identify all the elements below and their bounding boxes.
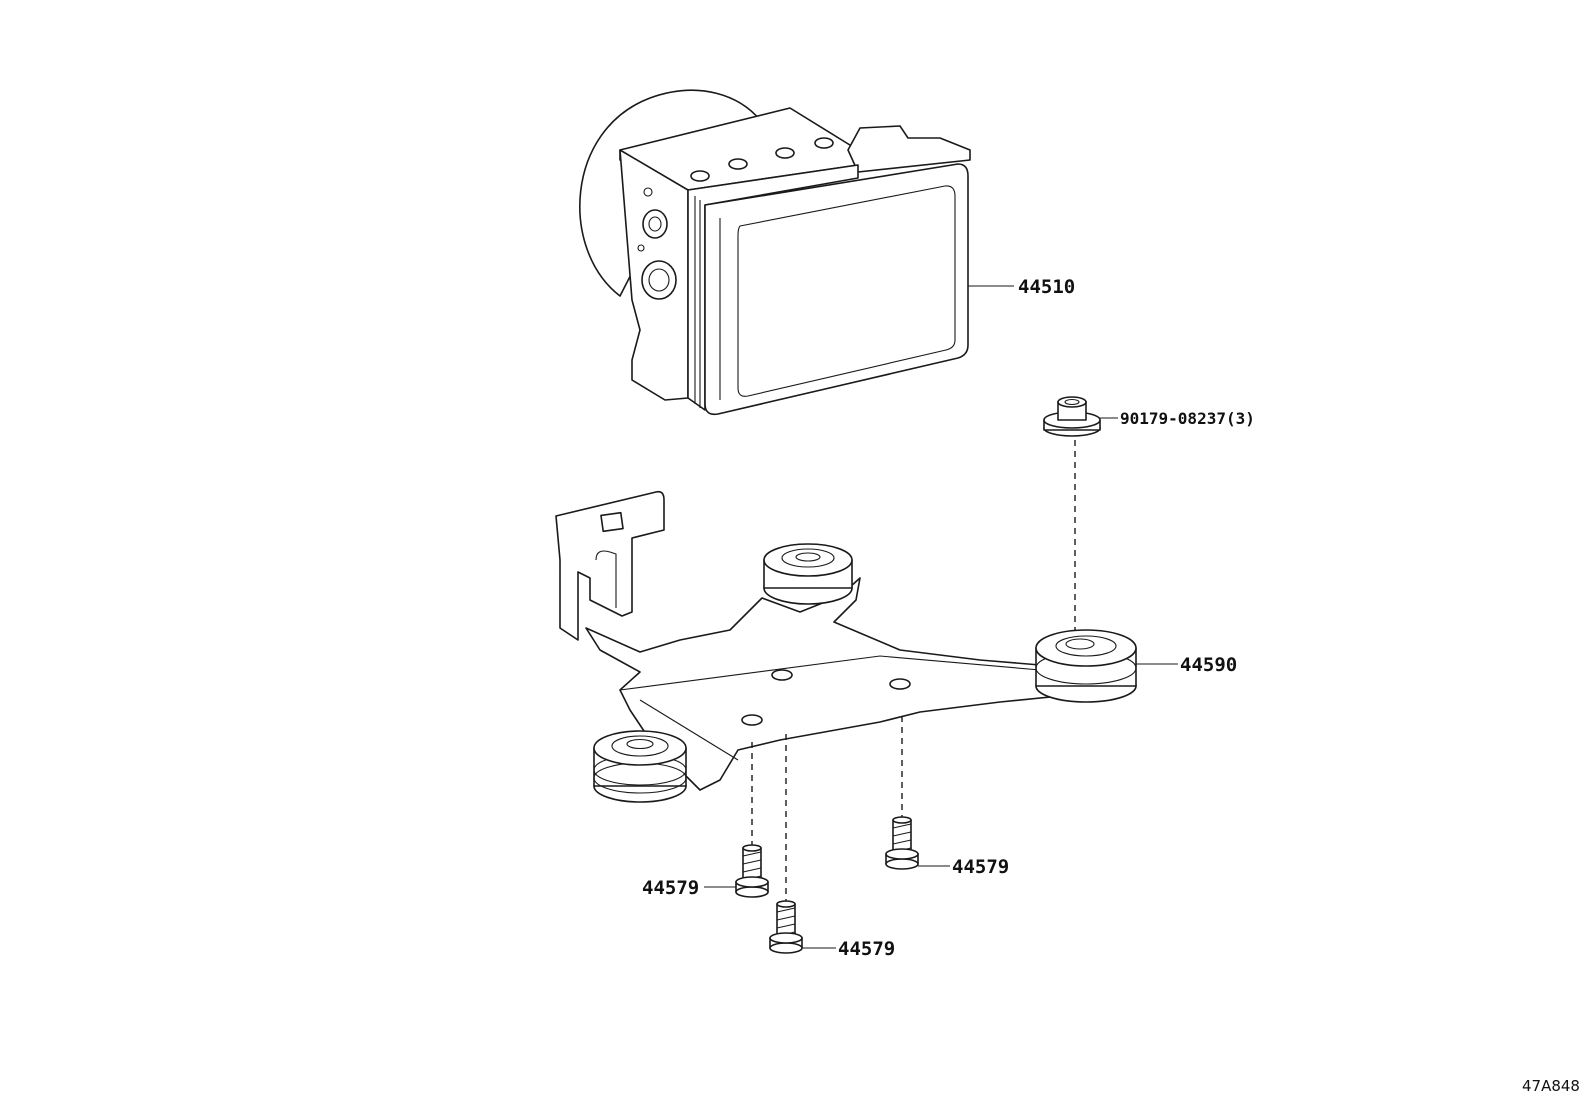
bracket-grommet-front (593, 730, 687, 803)
actuator-port-1 (642, 209, 668, 239)
part-number-90179-08237: 90179-08237(3) (1120, 409, 1255, 428)
part-number-44579-left: 44579 (642, 877, 699, 899)
actuator-top-ports (690, 137, 834, 182)
actuator-ecu-top (847, 125, 971, 173)
abs-actuator-assembly (579, 89, 971, 416)
bracket-hole-1 (771, 669, 793, 681)
bracket-vertical-tab (555, 490, 665, 641)
bracket-hole-2 (889, 678, 911, 690)
part-number-44579-right: 44579 (952, 856, 1009, 878)
part-number-44510: 44510 (1018, 276, 1075, 298)
figure-code: 47A848 (1522, 1077, 1580, 1095)
bolt-bottom (769, 900, 803, 954)
actuator-ecu-cover (704, 163, 969, 416)
part-number-44579-bottom: 44579 (838, 938, 895, 960)
bolt-left (735, 844, 769, 898)
bracket-44590 (555, 490, 1137, 803)
bracket-grommet-back (763, 543, 853, 605)
bracket-hole-3 (741, 714, 763, 726)
actuator-port-2 (641, 260, 677, 300)
bracket-grommet-right (1035, 629, 1137, 703)
nut-90179-08237 (1043, 396, 1101, 437)
part-number-44590: 44590 (1180, 654, 1237, 676)
bolt-right (885, 816, 919, 870)
